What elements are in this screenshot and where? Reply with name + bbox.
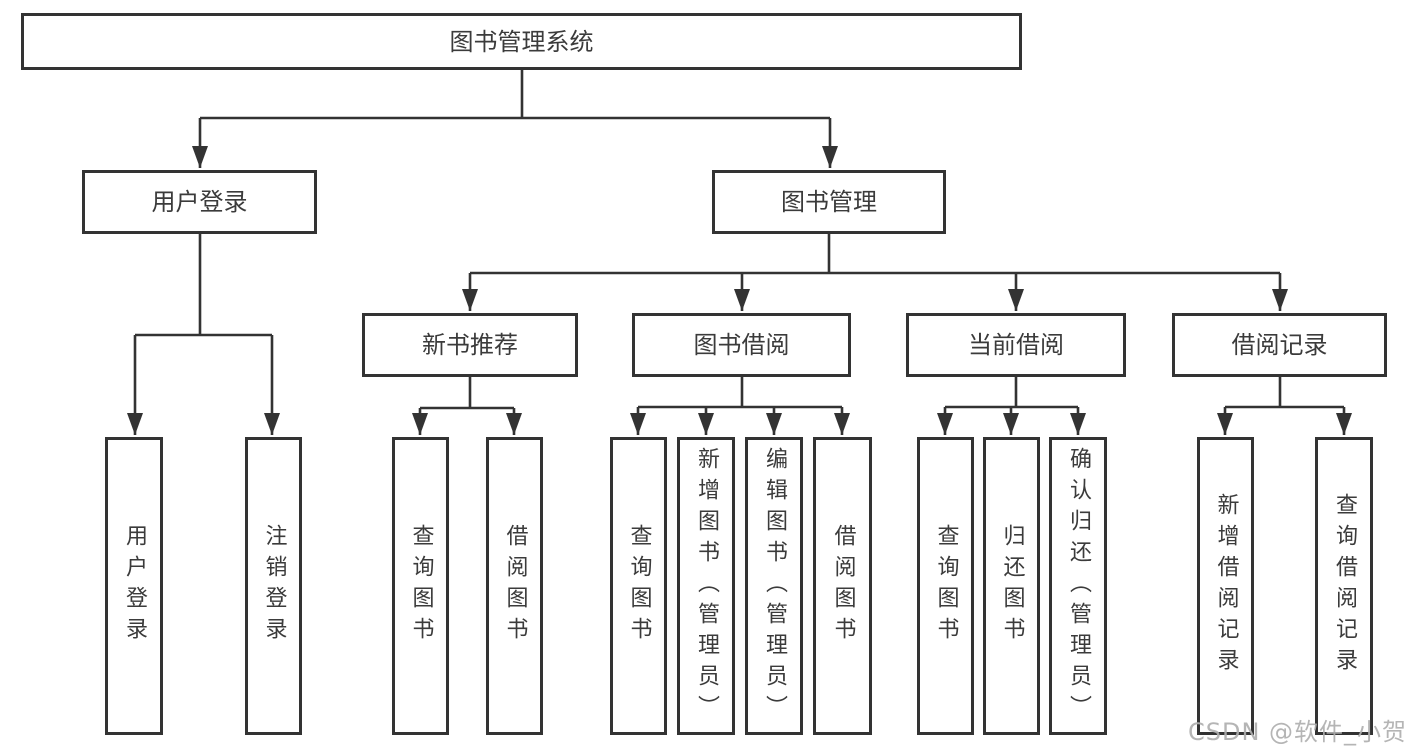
node-book-management: 图书管理 — [712, 170, 946, 234]
leaf-query-books-recommend: 查询图书 — [392, 437, 449, 735]
node-borrowing-records: 借阅记录 — [1172, 313, 1387, 377]
leaf-borrow-books-borrowing: 借阅图书 — [813, 437, 872, 735]
csdn-watermark: CSDN @软件_小贺同学 — [1188, 718, 1405, 746]
leaf-query-borrow-record: 查询借阅记录 — [1315, 437, 1373, 735]
leaf-add-borrow-record: 新增借阅记录 — [1197, 437, 1254, 735]
leaf-query-books-current: 查询图书 — [917, 437, 974, 735]
leaf-confirm-return-admin: 确认归还（管理员） — [1049, 437, 1107, 735]
leaf-user-login: 用户登录 — [105, 437, 163, 735]
node-new-book-recommendation: 新书推荐 — [362, 313, 578, 377]
node-current-borrowing: 当前借阅 — [906, 313, 1126, 377]
node-library-management-system: 图书管理系统 — [21, 13, 1022, 70]
leaf-borrow-books-recommend: 借阅图书 — [486, 437, 543, 735]
leaf-logout: 注销登录 — [245, 437, 302, 735]
node-user-login: 用户登录 — [82, 170, 317, 234]
leaf-add-book-admin: 新增图书（管理员） — [677, 437, 735, 735]
leaf-query-books-borrowing: 查询图书 — [610, 437, 667, 735]
leaf-return-books: 归还图书 — [983, 437, 1040, 735]
node-book-borrowing: 图书借阅 — [632, 313, 851, 377]
leaf-edit-book-admin: 编辑图书（管理员） — [745, 437, 803, 735]
